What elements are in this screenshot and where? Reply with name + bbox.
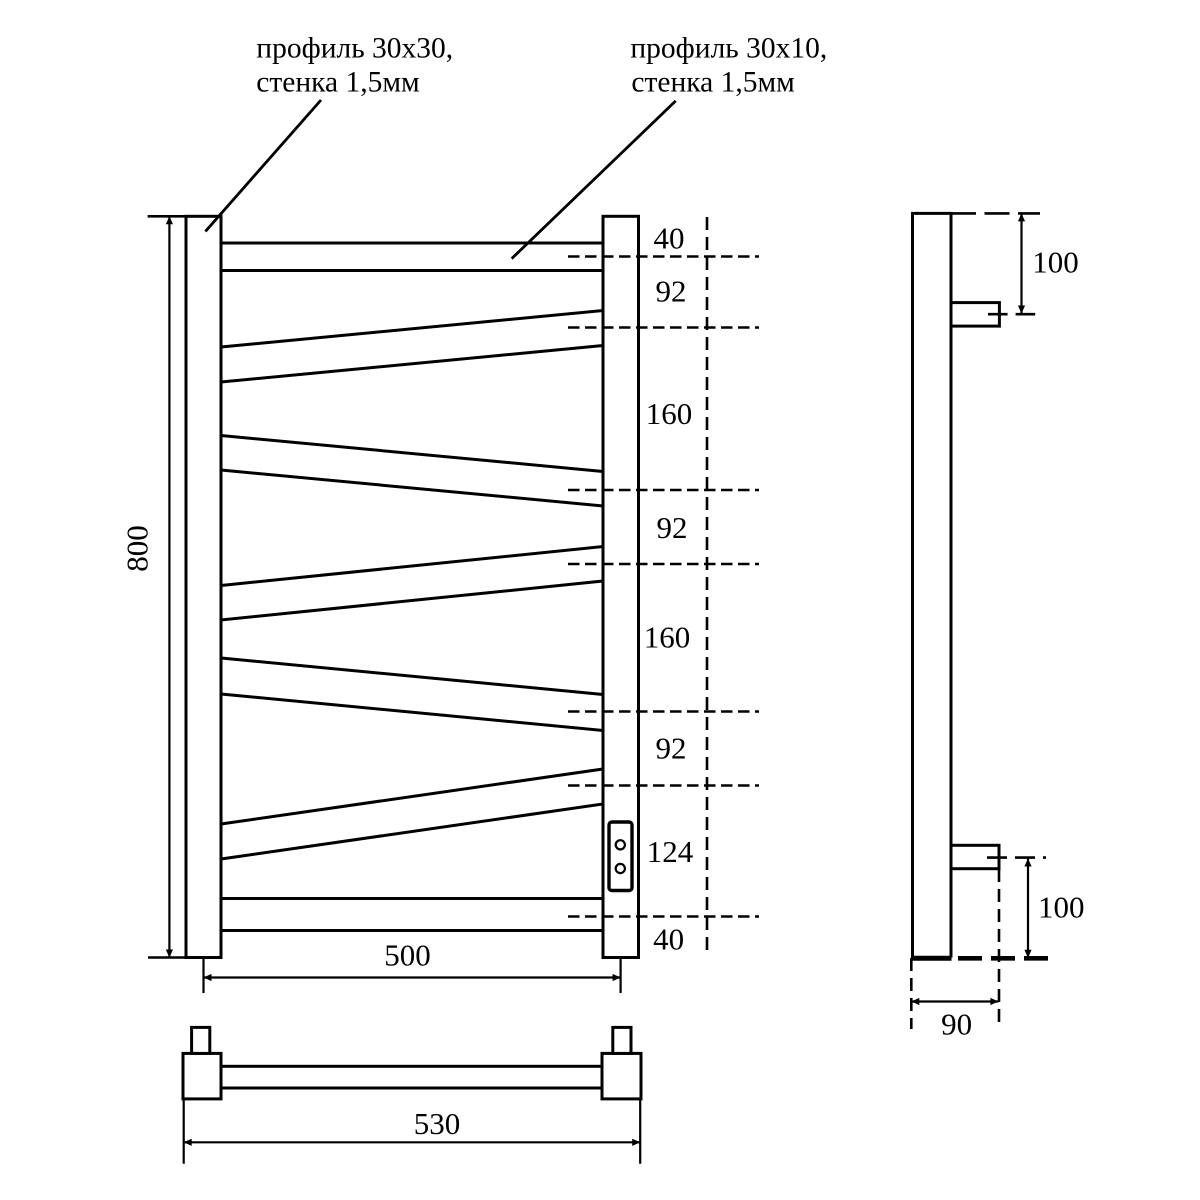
svg-text:стенка 1,5мм: стенка 1,5мм <box>631 66 794 98</box>
svg-text:90: 90 <box>941 1007 972 1042</box>
svg-text:стенка 1,5мм: стенка 1,5мм <box>256 66 419 98</box>
svg-text:800: 800 <box>120 525 155 572</box>
svg-text:530: 530 <box>414 1106 461 1141</box>
svg-text:92: 92 <box>657 510 688 545</box>
svg-text:160: 160 <box>644 620 691 655</box>
svg-text:профиль 30х30,: профиль 30х30, <box>256 32 453 64</box>
svg-text:160: 160 <box>646 396 693 431</box>
svg-text:92: 92 <box>656 274 687 309</box>
svg-text:40: 40 <box>653 922 684 957</box>
svg-text:100: 100 <box>1032 245 1079 280</box>
svg-text:92: 92 <box>656 731 687 766</box>
svg-text:100: 100 <box>1038 890 1085 925</box>
svg-text:500: 500 <box>384 938 431 973</box>
svg-text:40: 40 <box>654 221 685 256</box>
svg-text:профиль 30х10,: профиль 30х10, <box>630 32 827 64</box>
svg-text:124: 124 <box>647 834 694 869</box>
